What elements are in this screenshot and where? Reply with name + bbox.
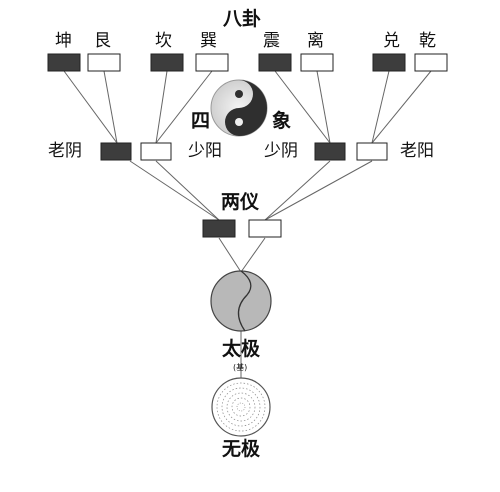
middle-boxes: [100, 142, 388, 161]
line-oldyin-yin: [129, 160, 220, 221]
old-yin-label: 老阴: [48, 141, 82, 161]
old-yang-label: 老阳: [400, 141, 434, 161]
gen-yang-box: [87, 53, 121, 72]
wuji-label: 无极: [222, 438, 261, 460]
sixiang-si-label: 四: [191, 110, 211, 132]
sixiang-xiang-label: 象: [272, 110, 292, 132]
liangyi-label: 两仪: [221, 191, 260, 213]
line-yang-taiji: [240, 237, 266, 273]
liangyi-boxes: [202, 219, 282, 238]
connector-lines: [63, 70, 432, 378]
line-youngyin-yang: [264, 160, 331, 221]
line-kan-youngyang: [155, 70, 168, 144]
line-li-youngyin: [316, 70, 331, 144]
line-kun-oldyin: [63, 70, 118, 144]
xun-yang-box: [195, 53, 229, 72]
taiji-label: 太极: [222, 338, 261, 360]
top-boxes: [47, 53, 448, 72]
young-yang-box: [140, 142, 172, 161]
trigram-zhen-label: 震: [263, 31, 280, 51]
line-youngyang-yin: [155, 160, 220, 221]
young-yin-label: 少阴: [264, 141, 298, 161]
li-yang-box: [300, 53, 334, 72]
yin-box: [202, 219, 236, 238]
wuji-circle: [211, 377, 271, 437]
kan-yin-box: [150, 53, 184, 72]
taiji-note: (基): [233, 363, 248, 372]
trigram-xun-label: 巽: [200, 31, 217, 51]
dui-yin-box: [372, 53, 406, 72]
old-yin-box: [100, 142, 132, 161]
young-yin-box: [314, 142, 346, 161]
yin-yang-symbol-top: [210, 79, 268, 137]
line-xun-youngyang: [155, 70, 213, 144]
line-zhen-youngyin: [274, 70, 331, 144]
line-dui-oldyang: [371, 70, 390, 144]
zhen-yin-box: [258, 53, 292, 72]
trigram-kun-label: 坤: [55, 31, 72, 51]
kun-yin-box: [47, 53, 81, 72]
bagua-title: 八卦: [223, 8, 262, 30]
yang-box: [248, 219, 282, 238]
trigram-qian-label: 乾: [419, 31, 436, 51]
trigram-kan-label: 坎: [155, 31, 172, 51]
old-yang-box: [356, 142, 388, 161]
line-oldyang-yang: [264, 160, 373, 221]
trigram-dui-label: 兑: [383, 31, 400, 51]
line-qian-oldyang: [371, 70, 432, 144]
qian-yang-box: [414, 53, 448, 72]
line-gen-oldyin: [103, 70, 118, 144]
taiji-circle: [210, 270, 272, 332]
young-yang-label: 少阳: [188, 141, 222, 161]
trigram-gen-label: 艮: [94, 31, 111, 51]
line-yin-taiji: [218, 237, 242, 273]
trigram-li-label: 离: [307, 31, 324, 51]
